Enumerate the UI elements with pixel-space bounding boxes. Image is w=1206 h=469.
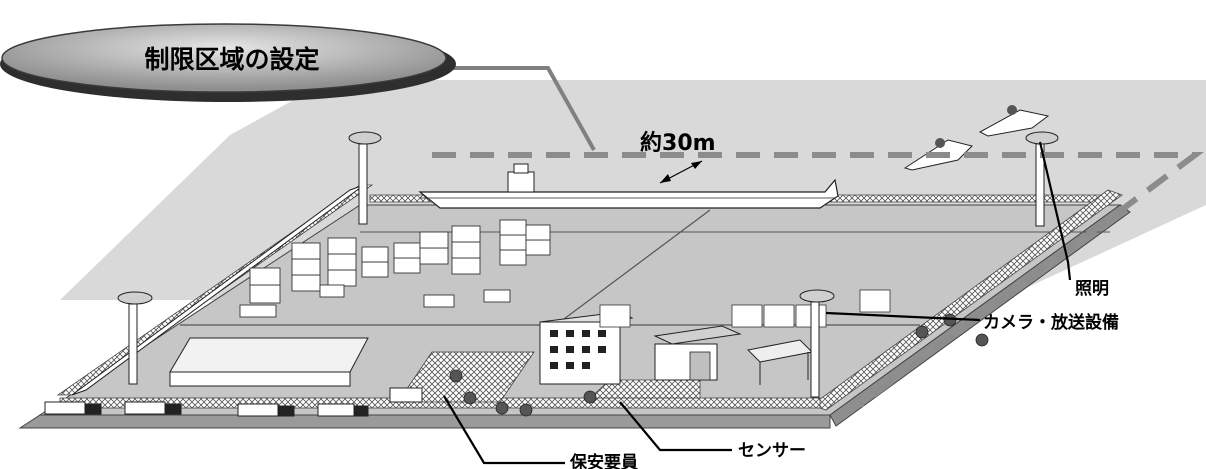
port-front-edge: [20, 415, 830, 428]
distance-value: 30m: [662, 131, 716, 156]
page-title: 制限区域の設定: [144, 45, 319, 74]
distance-label: 約30m: [640, 130, 716, 156]
distance-prefix: 約: [640, 130, 662, 156]
warehouse: [170, 338, 368, 386]
label-camera-broadcast: カメラ・放送設備: [983, 312, 1119, 333]
label-security-staff: 保安要員: [569, 452, 638, 469]
label-lighting: 照明: [1075, 279, 1109, 299]
label-sensor: センサー: [738, 441, 806, 461]
